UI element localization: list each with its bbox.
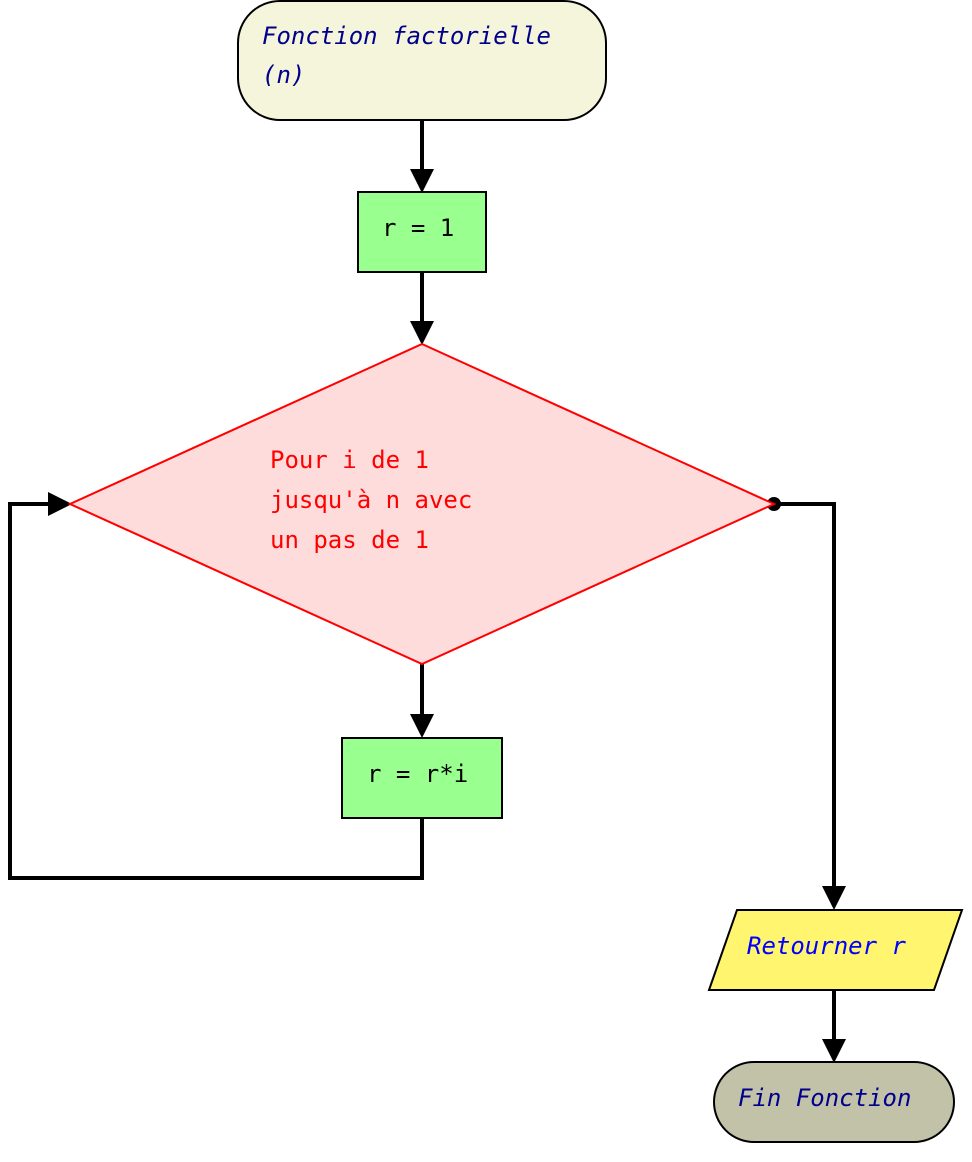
connector-loopback [8, 502, 424, 880]
start-node: Fonction factorielle (n) [237, 0, 607, 121]
connector-loop-exit-to-output [774, 502, 836, 890]
arrowhead [822, 1039, 846, 1063]
start-label-line1: Fonction factorielle [262, 22, 551, 50]
loop-shape [67, 342, 777, 666]
arrowhead [410, 169, 434, 193]
output-shape [707, 909, 964, 991]
loop-label-line3: un pas de 1 [270, 526, 429, 554]
end-shape [713, 1061, 955, 1143]
body-shape [341, 737, 503, 819]
connectors [8, 120, 846, 1063]
start-label-line2: (n) [262, 61, 305, 89]
body-label: r = r*i [367, 760, 468, 788]
end-node: Fin Fonction [713, 1061, 955, 1143]
init-label: r = 1 [382, 214, 454, 242]
arrowhead [410, 714, 434, 738]
arrowhead [410, 321, 434, 345]
body-node: r = r*i [341, 737, 503, 819]
start-shape [237, 0, 607, 121]
init-shape [357, 191, 487, 273]
output-label: Retourner r [747, 932, 906, 960]
loop-label-line2: jusqu'à n avec [270, 486, 472, 514]
loop-label-line1: Pour i de 1 [270, 446, 429, 474]
arrowhead [48, 492, 72, 516]
end-label: Fin Fonction [738, 1084, 911, 1112]
output-node: Retourner r [707, 909, 964, 991]
init-node: r = 1 [357, 191, 487, 273]
loop-node: Pour i de 1 jusqu'à n avec un pas de 1 [67, 342, 777, 666]
arrowhead [822, 886, 846, 910]
